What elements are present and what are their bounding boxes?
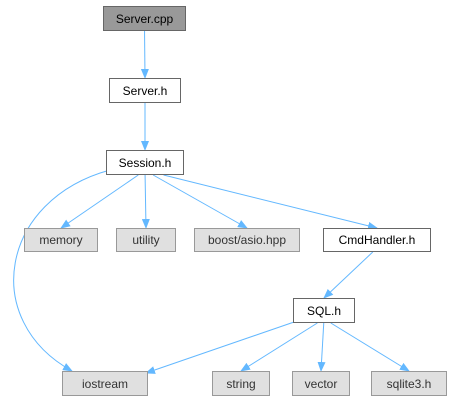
node-session-h[interactable]: Session.h xyxy=(106,150,184,175)
edge-session-h-to-utility xyxy=(141,174,150,229)
edge-session-h-to-cmdhandler-h xyxy=(163,174,378,230)
node-server-h[interactable]: Server.h xyxy=(109,78,181,103)
node-sql-h[interactable]: SQL.h xyxy=(293,298,355,323)
edge-sql-h-to-vector xyxy=(317,322,326,372)
node-utility: utility xyxy=(116,228,176,252)
node-memory: memory xyxy=(24,228,98,252)
edge-sql-h-to-string xyxy=(240,322,318,372)
edge-session-h-to-iostream xyxy=(13,169,111,372)
node-boost-asio: boost/asio.hpp xyxy=(194,228,300,252)
node-iostream: iostream xyxy=(62,371,148,396)
node-server-cpp: Server.cpp xyxy=(103,6,186,31)
edge-sql-h-to-sqlite3-h xyxy=(330,322,410,372)
edge-session-h-to-boost-asio xyxy=(152,174,248,229)
node-cmdhandler-h[interactable]: CmdHandler.h xyxy=(323,228,431,252)
edge-sql-h-to-iostream xyxy=(145,320,298,374)
node-vector: vector xyxy=(292,371,350,396)
node-string: string xyxy=(212,371,270,396)
edge-session-h-to-memory xyxy=(60,174,139,229)
node-sqlite3-h: sqlite3.h xyxy=(371,371,447,396)
edge-cmdhandler-h-to-sql-h xyxy=(323,251,374,299)
